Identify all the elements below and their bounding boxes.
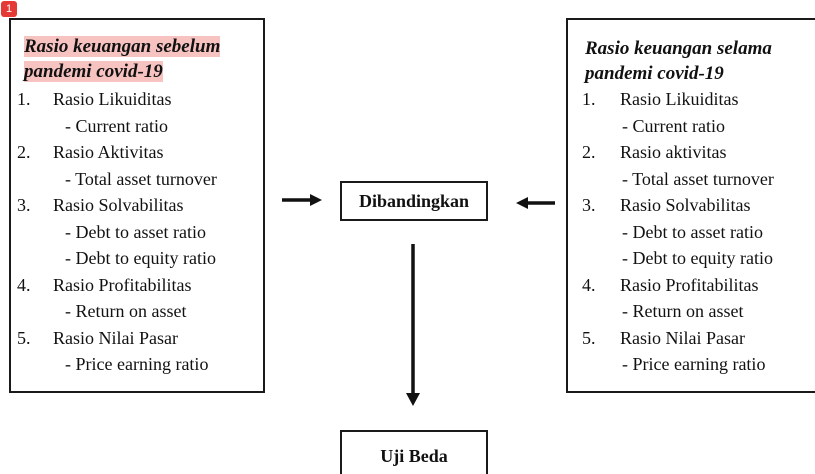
list-item: 2. Rasio aktivitas - Total asset turnover [582, 139, 774, 192]
right-arrow [516, 197, 555, 209]
list-item: 3. Rasio Solvabilitas - Debt to asset rat… [17, 192, 217, 272]
item-label: Rasio Aktivitas [53, 142, 164, 162]
item-number: 1. [17, 89, 31, 109]
compare-box: Dibandingkan [340, 181, 488, 221]
before-pandemic-ratio-list: 1. Rasio Likuiditas - Current ratio 2. Ras… [17, 86, 217, 378]
item-label: Rasio Solvabilitas [53, 195, 184, 215]
list-item: 2. Rasio Aktivitas - Total asset turnover [17, 139, 217, 192]
item-number: 3. [17, 195, 31, 215]
during-pandemic-title-line2: pandemi covid-19 [585, 63, 724, 84]
annotation-badge: 1 [1, 1, 17, 17]
before-pandemic-title-line2: pandemi covid-19 [24, 61, 163, 82]
item-number: 5. [582, 327, 596, 348]
item-number: 4. [17, 274, 31, 295]
item-label: Rasio Profitabilitas [620, 274, 759, 295]
item-number: 1. [582, 89, 596, 109]
list-item: 4. Rasio Profitabilitas - Return on asset [582, 272, 774, 325]
item-number: 5. [17, 327, 31, 348]
before-pandemic-title: Rasio keuangan sebelum pandemi covid-19 [24, 34, 221, 84]
during-pandemic-ratios-box: Rasio keuangan selama pandemi covid-19 1… [566, 18, 815, 393]
sub-item: - Price earning ratio [65, 354, 209, 374]
sub-item: - Return on asset [65, 301, 187, 321]
during-pandemic-title: Rasio keuangan selama pandemi covid-19 [585, 36, 772, 86]
sub-item: - Debt to equity ratio [622, 248, 773, 268]
list-item: 3. Rasio Solvabilitas - Debt to asset rat… [582, 192, 774, 272]
list-item: 1. Rasio Likuiditas - Current ratio [17, 86, 217, 139]
item-label: Rasio aktivitas [620, 142, 727, 162]
sub-item: - Price earning ratio [622, 354, 766, 374]
sub-item: - Current ratio [65, 115, 168, 136]
item-label: Rasio Solvabilitas [620, 195, 751, 215]
during-pandemic-title-line1: Rasio keuangan selama [585, 38, 772, 59]
before-pandemic-title-line1: Rasio keuangan sebelum [24, 36, 221, 57]
item-label: Rasio Likuiditas [53, 89, 172, 109]
difference-test-box: Uji Beda [340, 430, 488, 474]
sub-item: - Debt to equity ratio [65, 248, 216, 268]
difference-test-label: Uji Beda [380, 446, 448, 466]
sub-item: - Debt to asset ratio [622, 221, 763, 242]
item-label: Rasio Likuiditas [620, 89, 739, 109]
list-item: 4. Rasio Profitabilitas - Return on asset [17, 272, 217, 325]
sub-item: - Current ratio [622, 115, 725, 136]
list-item: 5. Rasio Nilai Pasar - Price earning rati… [582, 325, 774, 378]
sub-item: - Total asset turnover [622, 168, 774, 189]
list-item: 1. Rasio Likuiditas - Current ratio [582, 86, 774, 139]
item-number: 3. [582, 195, 596, 215]
item-label: Rasio Nilai Pasar [53, 327, 178, 348]
item-number: 2. [582, 142, 596, 162]
sub-item: - Return on asset [622, 301, 744, 321]
sub-item: - Total asset turnover [65, 168, 217, 189]
item-label: Rasio Nilai Pasar [620, 327, 745, 348]
list-item: 5. Rasio Nilai Pasar - Price earning rati… [17, 325, 217, 378]
compare-label: Dibandingkan [358, 190, 470, 211]
down-arrow [406, 244, 420, 406]
item-number: 2. [17, 142, 31, 162]
before-pandemic-ratios-box: Rasio keuangan sebelum pandemi covid-19 … [9, 18, 265, 393]
sub-item: - Debt to asset ratio [65, 221, 206, 242]
during-pandemic-ratio-list: 1. Rasio Likuiditas - Current ratio 2. Ras… [582, 86, 774, 378]
item-label: Rasio Profitabilitas [53, 274, 192, 295]
left-arrow [282, 194, 322, 206]
item-number: 4. [582, 274, 596, 295]
